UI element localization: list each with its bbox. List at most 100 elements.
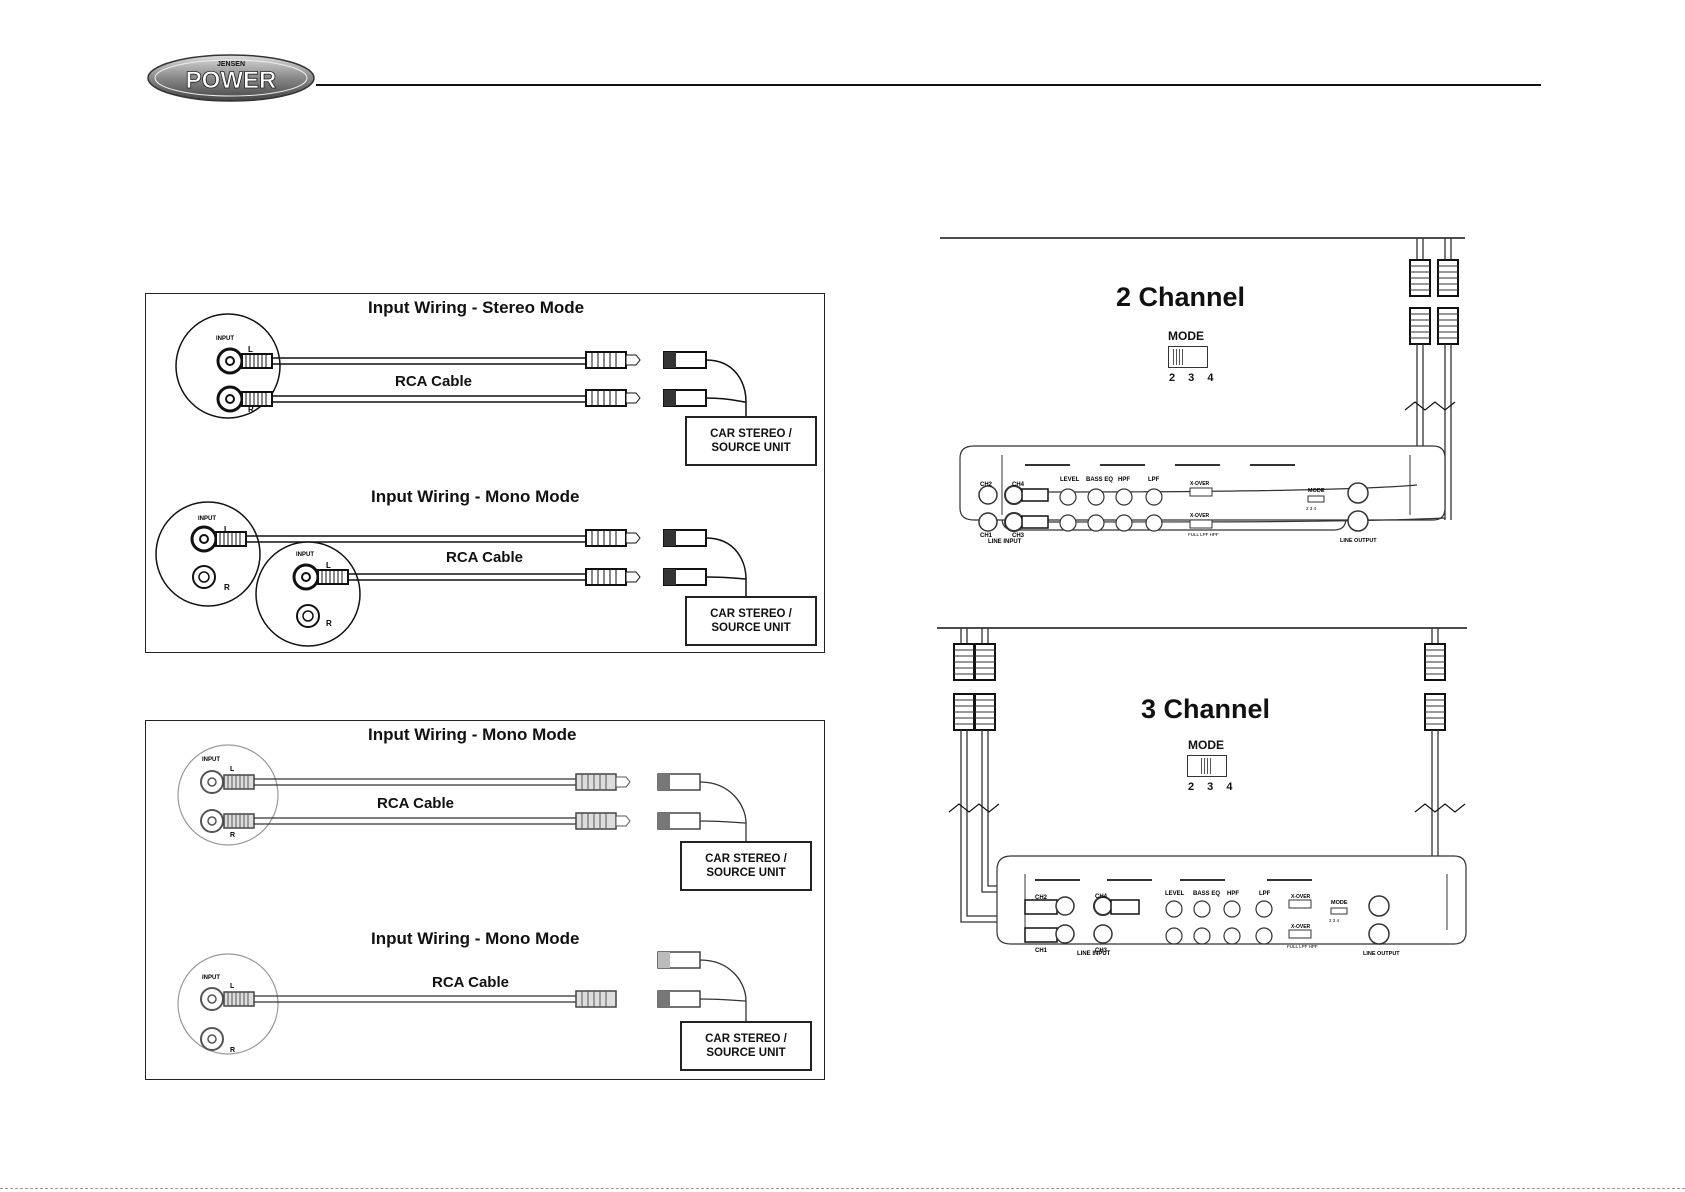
mode-label: MODE <box>1308 488 1325 494</box>
panel-title: Input Wiring - Mono Mode <box>371 929 580 948</box>
xover-positions: FULL LPF HPF <box>1188 532 1219 537</box>
header-rule <box>316 84 1541 86</box>
three-channel-title: 3 Channel <box>1141 694 1271 724</box>
amp-input-panel-2 <box>255 541 361 647</box>
xover-positions: FULL LPF HPF <box>1287 944 1318 949</box>
xover-label: X-OVER <box>1291 924 1311 930</box>
rca-cable-label: RCA Cable <box>377 795 454 812</box>
lpf-label: LPF <box>1259 891 1271 897</box>
mode-switch <box>1187 755 1227 777</box>
mono-wiring-drawing-a: INPUT L R INPUT L R <box>155 501 747 647</box>
stereo-wiring-drawing: INPUT L R <box>175 313 747 419</box>
three-channel-diagram: CH2 CH1 CH4 CH3 LINE INPUT LEVEL BASS EQ… <box>937 622 1487 982</box>
level-label: LEVEL <box>1165 891 1185 897</box>
source-unit-line2: SOURCE UNIT <box>711 442 791 454</box>
right-jack-label: R <box>326 619 332 628</box>
cable-break-mark <box>1414 803 1466 813</box>
three-channel-drawing: CH2 CH1 CH4 CH3 LINE INPUT LEVEL BASS EQ… <box>937 627 1467 957</box>
amplifier-panel <box>996 855 1467 945</box>
panel-title: Input Wiring - Mono Mode <box>371 487 580 506</box>
ch2-label: CH2 <box>980 482 993 488</box>
ch4-label: CH4 <box>1012 482 1025 488</box>
left-jack-label: L <box>326 561 331 570</box>
ch1-label: CH1 <box>1035 948 1048 954</box>
bass-eq-label: BASS EQ <box>1193 891 1220 897</box>
bass-eq-label: BASS EQ <box>1086 477 1113 483</box>
left-jack-label: L <box>230 983 235 990</box>
rca-plug-amp-right <box>241 391 273 407</box>
two-channel-drawing: CH2 CH1 CH4 CH3 LINE INPUT LEVEL BASS EQ… <box>940 237 1465 545</box>
hpf-label: HPF <box>1118 477 1130 483</box>
ch3-label: CH3 <box>1012 533 1025 539</box>
panel-title: Input Wiring - Stereo Mode <box>368 298 585 317</box>
right-jack-label: R <box>248 405 254 414</box>
rca-plug-amp-left <box>241 353 273 369</box>
right-jack-label: R <box>230 1047 235 1054</box>
source-unit-box: CAR STEREO / SOURCE UNIT <box>685 416 817 466</box>
xover-label: X-OVER <box>1190 481 1210 487</box>
level-label: LEVEL <box>1060 477 1080 483</box>
source-unit-box: CAR STEREO / SOURCE UNIT <box>685 596 817 646</box>
rca-plug-cable-left <box>585 351 641 369</box>
source-unit-line1: CAR STEREO / <box>710 428 792 440</box>
right-jack-label: R <box>224 583 230 592</box>
two-channel-title: 2 Channel <box>1116 282 1246 312</box>
three-channel-rca-cable-b <box>974 628 1027 893</box>
source-rca-right <box>663 389 707 407</box>
input-label: INPUT <box>216 336 234 342</box>
left-jack-label: L <box>248 345 253 354</box>
amp-input-panel-1 <box>155 501 261 607</box>
mode-label: MODE <box>1188 738 1224 752</box>
two-channel-diagram: CH2 CH1 CH4 CH3 LINE INPUT LEVEL BASS EQ… <box>940 230 1480 560</box>
input-label: INPUT <box>202 975 220 981</box>
source-unit-box: CAR STEREO / SOURCE UNIT <box>680 841 812 891</box>
mode-positions: 2 3 4 <box>1169 372 1219 384</box>
left-jack-label: L <box>230 766 235 773</box>
mode-label: MODE <box>1331 900 1348 906</box>
hpf-label: HPF <box>1227 891 1239 897</box>
source-unit-box: CAR STEREO / SOURCE UNIT <box>680 1021 812 1071</box>
ch4-label: CH4 <box>1095 894 1108 900</box>
source-unit-line2: SOURCE UNIT <box>711 622 791 634</box>
mono-wiring-drawing-b: INPUT L R <box>177 744 747 846</box>
source-unit-line1: CAR STEREO / <box>705 1033 787 1045</box>
logo-brand-small: JENSEN <box>217 61 245 68</box>
source-unit-line2: SOURCE UNIT <box>706 867 786 879</box>
panel-title: Input Wiring - Mono Mode <box>368 725 577 744</box>
rca-cable-label: RCA Cable <box>432 974 509 991</box>
ch3-label: CH3 <box>1095 948 1108 954</box>
mode-switch <box>1168 346 1208 368</box>
rca-cable-right <box>272 395 586 403</box>
page-bottom-rule <box>0 1188 1685 1189</box>
two-channel-rca-cable-b <box>1437 238 1459 520</box>
rca-cable-left <box>272 357 586 365</box>
ch1-label: CH1 <box>980 533 993 539</box>
line-output-label: LINE OUTPUT <box>1340 538 1377 544</box>
mono-wiring-drawing-c: INPUT L R <box>177 951 747 1055</box>
mode-label: MODE <box>1168 329 1204 343</box>
mode-positions: 2 3 4 <box>1306 506 1317 511</box>
xover-label: X-OVER <box>1291 894 1311 900</box>
line-output-label: LINE OUTPUT <box>1363 951 1400 957</box>
two-channel-rca-cable-a <box>1409 238 1431 490</box>
input-label: INPUT <box>296 552 314 558</box>
line-input-label: LINE INPUT <box>1077 951 1111 957</box>
input-label: INPUT <box>198 516 216 522</box>
rca-plug-cable-right <box>585 389 641 407</box>
source-unit-line2: SOURCE UNIT <box>706 1047 786 1059</box>
source-rca-left <box>663 351 707 369</box>
source-unit-line1: CAR STEREO / <box>710 608 792 620</box>
rca-cable-label: RCA Cable <box>446 549 523 566</box>
rca-jack-right <box>216 385 244 413</box>
cable-break-mark <box>1404 401 1456 411</box>
input-label: INPUT <box>202 757 220 763</box>
ch2-label: CH2 <box>1035 895 1048 901</box>
source-unit-line1: CAR STEREO / <box>705 853 787 865</box>
lpf-label: LPF <box>1148 477 1160 483</box>
mode-positions: 2 3 4 <box>1329 918 1340 923</box>
logo-brand-big: POWER <box>186 67 277 94</box>
line-input-label: LINE INPUT <box>988 539 1022 545</box>
mode-positions: 2 3 4 <box>1188 781 1238 793</box>
jensen-power-logo: JENSEN POWER <box>146 53 316 103</box>
xover-label: X-OVER <box>1190 513 1210 519</box>
